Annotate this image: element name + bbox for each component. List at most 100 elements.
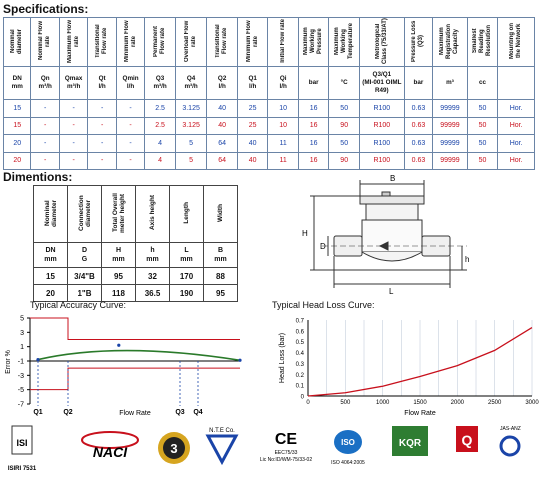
spec-unit-cell: cc [466, 66, 499, 100]
spec-cell: - [58, 99, 89, 118]
isiri-label: ISIRI 7531 [8, 466, 37, 472]
x-tick-label: 1000 [376, 400, 390, 406]
spec-header-cell: Pressure Loss (Q3) [403, 17, 434, 67]
spec-header-cell: Initial Flow rate [267, 17, 299, 67]
spec-unit-cell: Qi l/h [267, 66, 299, 100]
svg-text:Q: Q [462, 432, 473, 448]
naci-label: NACI [93, 444, 128, 460]
spec-cell: 99999 [432, 99, 468, 118]
spec-cell: 99999 [432, 151, 468, 170]
spec-cell: 64 [206, 134, 238, 153]
dim-cell: 32 [135, 267, 170, 285]
x-tick-label: Q3 [175, 409, 184, 416]
spec-cell: 16 [297, 134, 330, 153]
spec-cell: 11 [267, 134, 299, 153]
spec-unit-cell: bar [297, 66, 330, 100]
x-axis-label: Flow Rate [404, 410, 436, 417]
y-tick-label: 0.1 [296, 384, 305, 390]
label-L: L [389, 287, 394, 294]
spec-cell: - [115, 134, 146, 153]
dim-cell: 15 [33, 267, 68, 285]
y-tick-label: 1 [20, 344, 24, 351]
spec-header-cell: Maximum Registration Capacity [432, 17, 468, 67]
naci-logo: NACI [81, 431, 139, 460]
headloss-chart-title: Typical Head Loss Curve: [272, 300, 375, 310]
spec-cell: - [30, 151, 60, 170]
dim-header-cell: Nominal diameter [33, 185, 68, 243]
spec-unit-cell: bar [403, 66, 434, 100]
spec-cell: Hor. [497, 99, 535, 118]
spec-cell: 0.63 [403, 116, 434, 135]
dim-unit-cell: DN mm [33, 242, 68, 268]
spec-cell: 90 [328, 151, 360, 170]
svg-text:JAS-ANZ: JAS-ANZ [500, 426, 521, 432]
spec-cell: - [115, 99, 146, 118]
spec-header-cell: Nominal diameter [2, 17, 32, 67]
spec-cell: 16 [297, 151, 330, 170]
svg-text:Lic No:ID/WM-75/33-02: Lic No:ID/WM-75/33-02 [260, 457, 312, 463]
spec-header-cell: Minimum Flow rate [115, 17, 146, 67]
spec-cell: 40 [236, 151, 269, 170]
meter-drawing: B H D h L [302, 174, 469, 294]
spec-cell: 10 [267, 99, 299, 118]
spec-unit-cell: m³ [432, 66, 468, 100]
dim-header-cell: Width [203, 185, 238, 243]
spec-cell: R100 [358, 116, 405, 135]
spec-cell: R100 [358, 99, 405, 118]
spec-cell: 0.63 [403, 99, 434, 118]
accuracy-point [36, 357, 40, 362]
isiri-logo: ISI ISIRI 7531 [8, 425, 37, 472]
x-tick-label: 1500 [413, 400, 427, 406]
spec-header-cell: Permanent Flow rate [144, 17, 176, 67]
spec-header-cell: Overload Flow rate [174, 17, 208, 67]
spec-cell: - [87, 151, 117, 170]
spec-cell: Hor. [497, 116, 535, 135]
svg-text:ISI: ISI [16, 438, 27, 448]
iso-logo: ISO ISO 4064:2005 [331, 430, 365, 466]
spec-cell: 5 [174, 134, 208, 153]
spec-cell: 4 [144, 134, 176, 153]
x-tick-label: Q2 [63, 409, 72, 416]
x-tick-label: 2000 [451, 400, 465, 406]
spec-cell: 20 [2, 151, 32, 170]
dim-cell: 3/4"B [67, 267, 102, 285]
label-B: B [390, 174, 395, 183]
kqr-logo: KQR [392, 426, 428, 456]
spec-header-cell: Minimum Flow rate [236, 17, 269, 67]
y-axis-label: Error % [5, 350, 12, 374]
nte-logo: N.T.E Co. [205, 428, 239, 466]
dim-cell: 20 [33, 284, 68, 302]
spec-cell: 2.5 [144, 116, 176, 135]
dim-header-cell: Length [169, 185, 204, 243]
y-tick-label: 0.5 [296, 340, 305, 346]
spec-cell: 50 [466, 99, 499, 118]
spec-cell: 40 [206, 116, 238, 135]
spec-cell: 50 [328, 134, 360, 153]
label-h: h [465, 255, 469, 264]
spec-cell: Hor. [497, 151, 535, 170]
spec-cell: - [30, 134, 60, 153]
spec-cell: 50 [466, 134, 499, 153]
dim-unit-cell: D G [67, 242, 102, 268]
specifications-title: Specifications: [3, 2, 89, 16]
y-tick-label: 0.7 [296, 319, 305, 325]
y-tick-label: 0 [301, 395, 305, 401]
spec-header-cell: Maximum Flow rate [58, 17, 89, 67]
spec-unit-cell: Q1 l/h [236, 66, 269, 100]
spec-header-cell: Mounting on the Network [497, 17, 535, 67]
spec-cell: - [115, 151, 146, 170]
dim-unit-cell: h mm [135, 242, 170, 268]
spec-cell: 50 [466, 151, 499, 170]
spec-unit-cell: DN mm [2, 66, 32, 100]
spec-cell: 40 [206, 99, 238, 118]
spec-cell: 50 [466, 116, 499, 135]
spec-cell: - [30, 99, 60, 118]
y-tick-label: -7 [18, 402, 24, 409]
svg-text:ISO 4064:2005: ISO 4064:2005 [331, 460, 365, 466]
